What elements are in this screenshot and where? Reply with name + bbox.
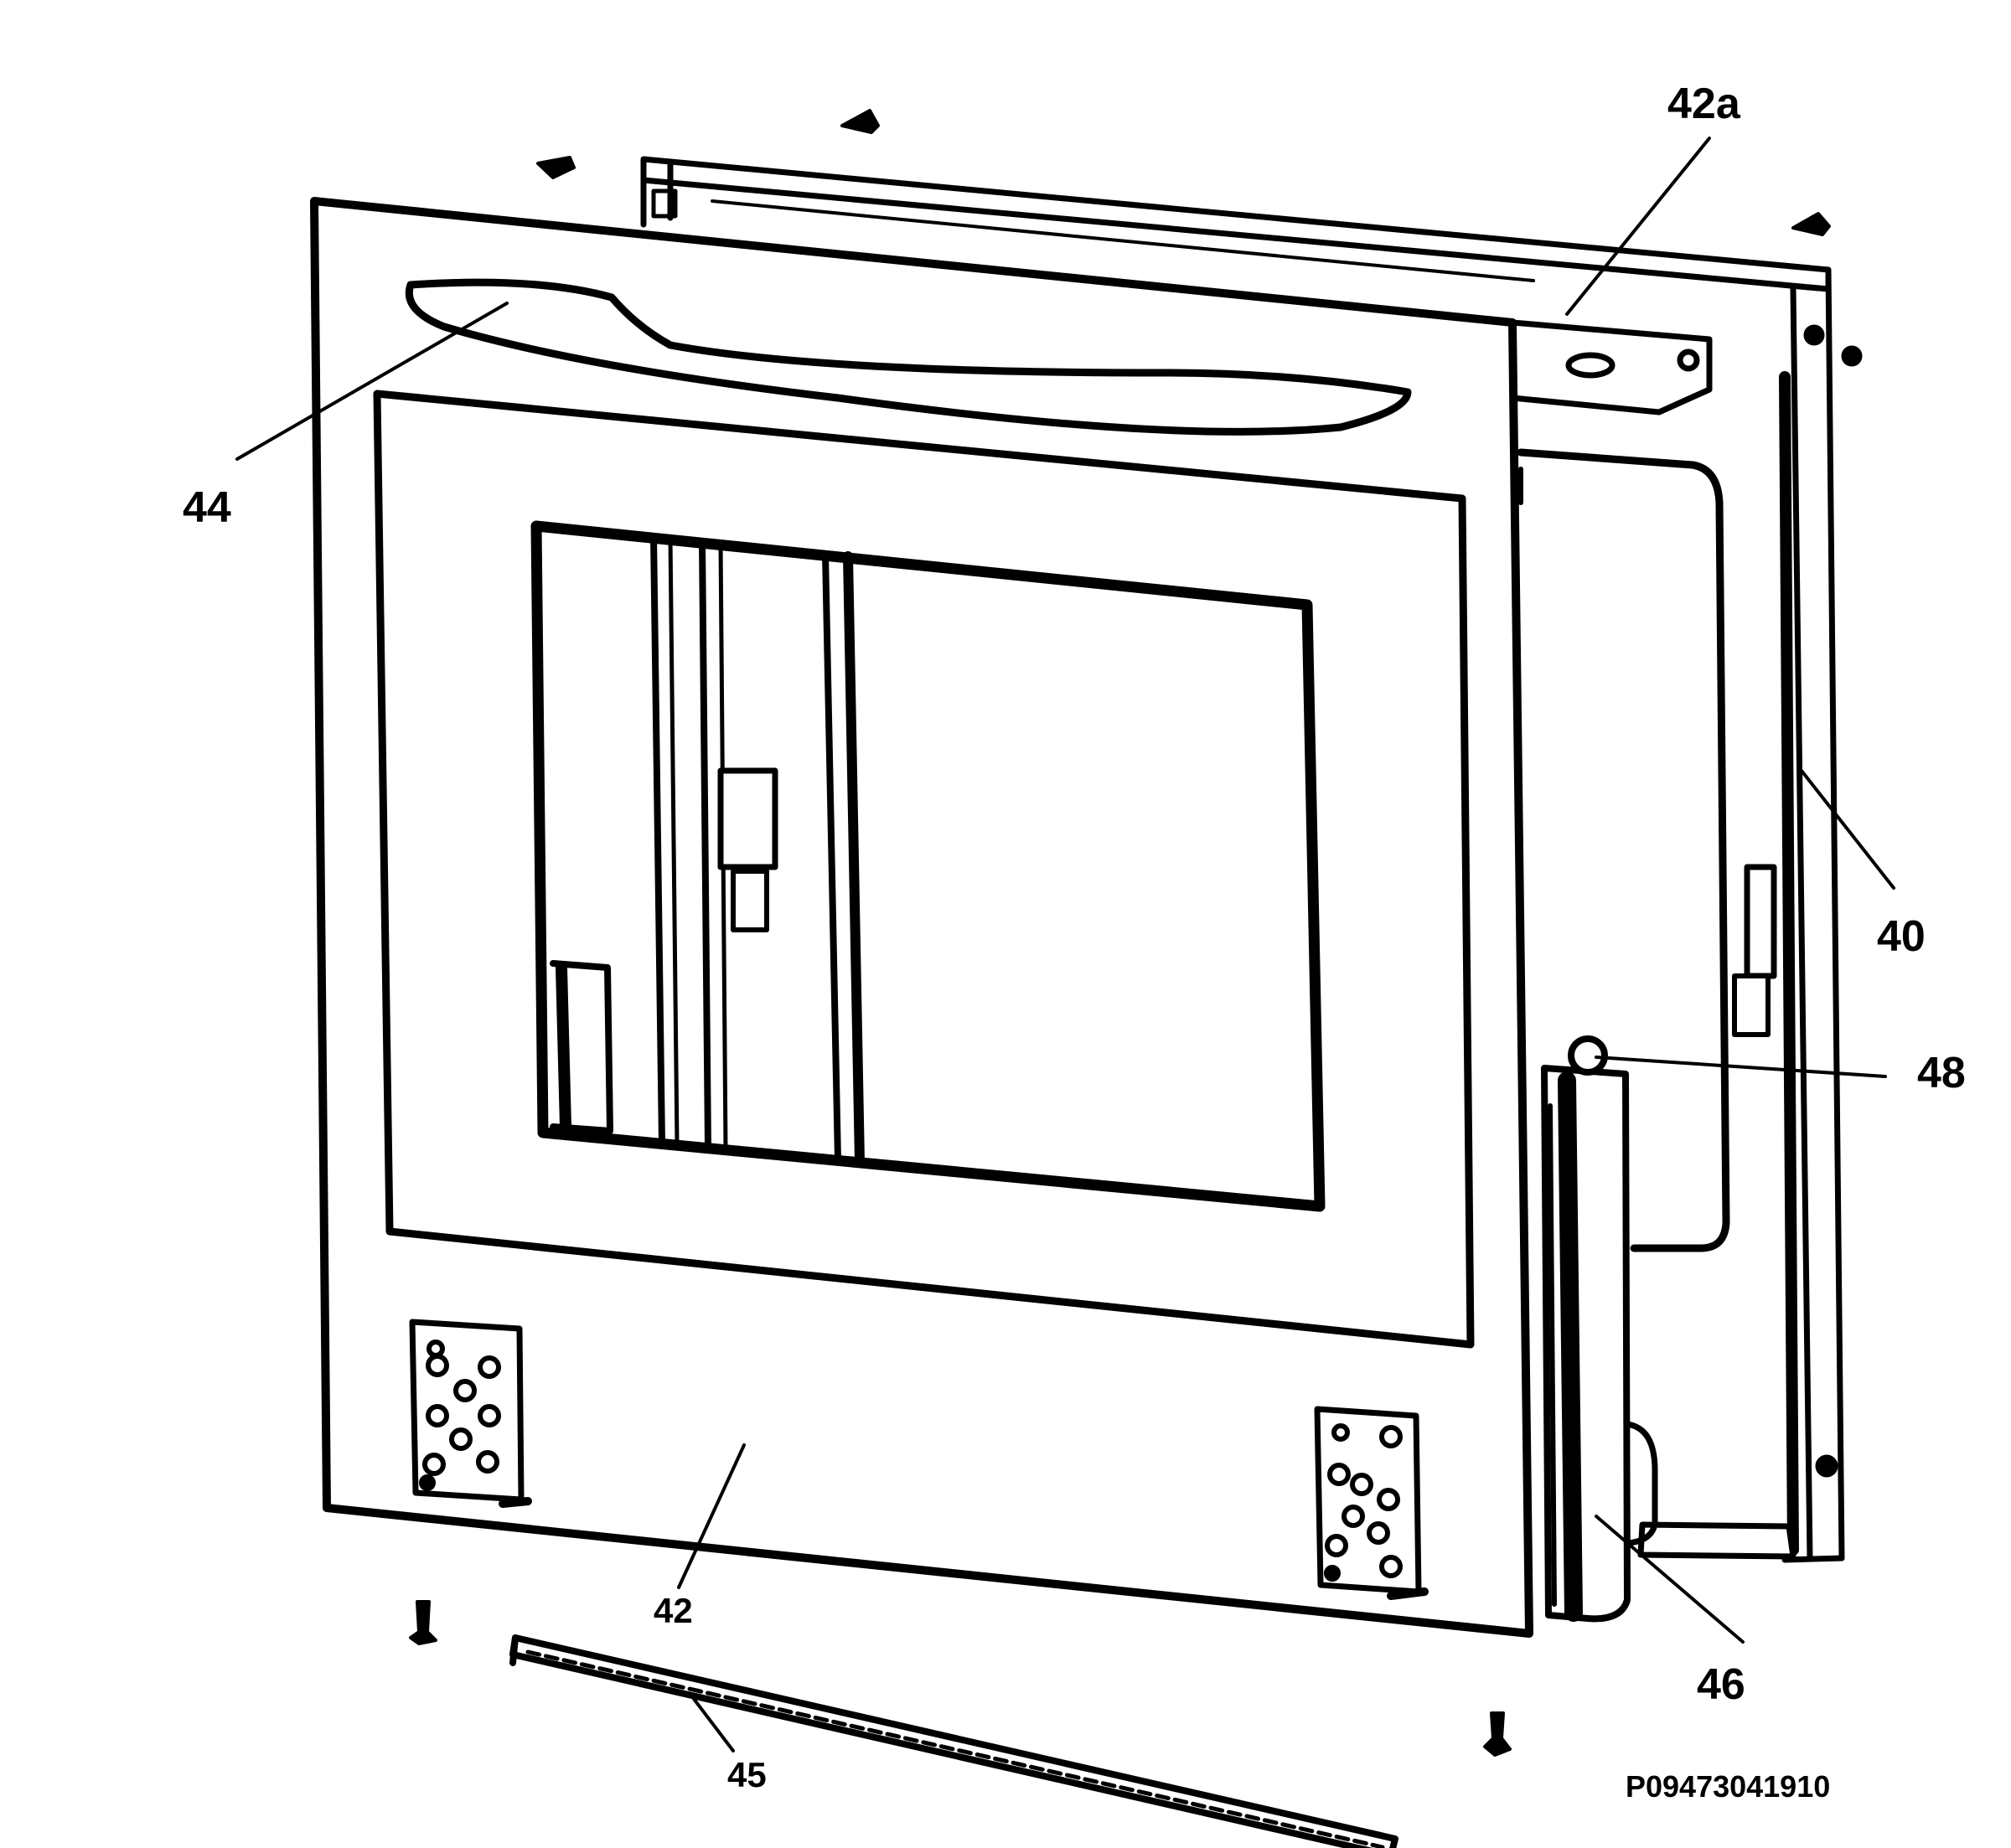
leader-48 — [1595, 1056, 1887, 1078]
door-handle — [406, 278, 1412, 436]
screw-top-left — [536, 156, 576, 179]
drawing-code: P09473041910 — [1626, 1769, 1831, 1804]
top-rail — [640, 156, 1832, 292]
screw-bottom-right — [1483, 1711, 1512, 1757]
side-hinge-assembly — [1541, 1035, 1658, 1623]
bottom-right-hinge-plate — [1314, 1406, 1429, 1600]
part-label-48: 48 — [1917, 1049, 1966, 1097]
part-label-46: 46 — [1697, 1660, 1745, 1709]
leader-42 — [677, 1443, 746, 1589]
screw-top-right — [1791, 212, 1831, 236]
leader-45 — [692, 1697, 735, 1753]
inner-glass-panel — [1517, 448, 1730, 1252]
screw-bottom-left — [409, 1600, 437, 1645]
part-label-42: 42 — [654, 1591, 693, 1630]
screw-top-center — [840, 109, 880, 134]
top-right-bracket — [1509, 319, 1863, 1478]
part-label-42a: 42a — [1667, 80, 1740, 128]
part-label-40: 40 — [1877, 912, 1926, 961]
leader-lines — [235, 137, 1895, 1753]
leader-46 — [1595, 1515, 1745, 1644]
rear-door-frame — [1637, 266, 1845, 1563]
bottom-trim-strip — [509, 1634, 1398, 1848]
part-label-45: 45 — [727, 1755, 767, 1794]
screws — [409, 109, 1831, 1757]
leader-42a — [1565, 137, 1711, 316]
part-label-44: 44 — [183, 483, 231, 532]
bottom-left-hinge-plate — [409, 1319, 532, 1508]
leader-40 — [1800, 769, 1895, 890]
front-door-panel — [310, 197, 1533, 1638]
leader-44 — [235, 302, 509, 461]
